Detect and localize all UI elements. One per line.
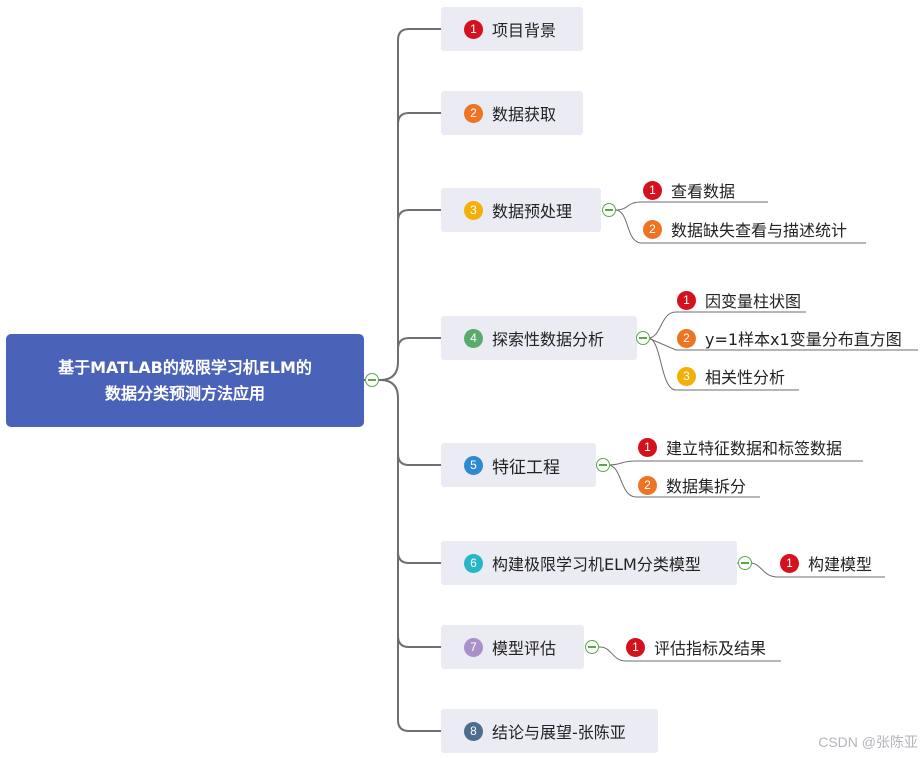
subtopic-missing-data-stats[interactable]: 2 数据缺失查看与描述统计	[643, 216, 847, 242]
number-3-icon: 3	[677, 366, 696, 386]
topic-build-elm-model[interactable]: 6 构建极限学习机ELM分类模型	[441, 541, 737, 585]
topic-label: 构建极限学习机ELM分类模型	[492, 555, 701, 574]
number-6-icon: 6	[464, 553, 483, 573]
collapse-preprocessing-icon[interactable]	[602, 203, 616, 217]
topic-label: 模型评估	[492, 639, 557, 658]
topic-label: 结论与展望-张陈亚	[492, 723, 626, 742]
watermark: CSDN @张陈亚	[818, 734, 918, 750]
root-topic-line-2: 数据分类预测方法应用	[104, 383, 265, 403]
subtopic-label: y=1样本x1变量分布直方图	[705, 330, 902, 349]
subtopic-label: 查看数据	[671, 182, 736, 201]
number-4-icon: 4	[464, 328, 483, 348]
subtopic-label: 构建模型	[808, 555, 873, 574]
topic-data-preprocessing[interactable]: 3 数据预处理	[441, 188, 601, 232]
collapse-root-icon[interactable]	[365, 373, 379, 387]
subtopic-label: 建立特征数据和标签数据	[666, 439, 843, 458]
number-8-icon: 8	[464, 721, 483, 741]
number-2-icon: 2	[643, 219, 662, 239]
subtopic-label: 数据缺失查看与描述统计	[671, 221, 848, 240]
topic-label: 数据预处理	[492, 202, 573, 221]
collapse-build-model-icon[interactable]	[738, 556, 752, 570]
number-7-icon: 7	[464, 637, 483, 657]
subtopic-label: 评估指标及结果	[654, 639, 767, 658]
number-2-icon: 2	[677, 328, 696, 348]
topic-label: 探索性数据分析	[492, 330, 605, 349]
topic-conclusion[interactable]: 8 结论与展望-张陈亚	[441, 709, 658, 753]
number-1-icon: 1	[780, 553, 799, 573]
number-1-icon: 1	[643, 180, 662, 200]
topic-model-evaluation[interactable]: 7 模型评估	[441, 625, 584, 669]
subtopic-target-bar-chart[interactable]: 1 因变量柱状图	[677, 287, 801, 313]
subtopic-dataset-split[interactable]: 2 数据集拆分	[638, 472, 746, 498]
number-1-icon: 1	[677, 290, 696, 310]
subtopic-evaluation-metrics[interactable]: 1 评估指标及结果	[626, 634, 766, 660]
topic-label: 特征工程	[492, 457, 560, 478]
subtopic-build-model[interactable]: 1 构建模型	[780, 550, 872, 576]
collapse-exploratory-icon[interactable]	[636, 331, 650, 345]
subtopic-build-features-labels[interactable]: 1 建立特征数据和标签数据	[638, 434, 842, 460]
topic-label: 项目背景	[492, 21, 557, 40]
number-2-icon: 2	[638, 475, 657, 495]
topic-feature-engineering[interactable]: 5 特征工程	[441, 443, 596, 487]
number-1-icon: 1	[626, 637, 645, 657]
collapse-evaluation-icon[interactable]	[585, 640, 599, 654]
number-2-icon: 2	[464, 103, 483, 123]
number-1-icon: 1	[464, 19, 483, 39]
subtopic-label: 因变量柱状图	[705, 292, 802, 311]
subtopic-label: 数据集拆分	[666, 477, 747, 496]
topic-data-acquisition[interactable]: 2 数据获取	[441, 91, 583, 135]
collapse-feature-engineering-icon[interactable]	[596, 458, 610, 472]
number-1-icon: 1	[638, 437, 657, 457]
root-topic-line-1: 基于MATLAB的极限学习机ELM的	[58, 357, 312, 377]
number-3-icon: 3	[464, 200, 483, 220]
topic-exploratory-analysis[interactable]: 4 探索性数据分析	[441, 316, 637, 360]
subtopic-view-data[interactable]: 1 查看数据	[643, 177, 735, 203]
number-5-icon: 5	[464, 455, 483, 475]
root-topic[interactable]: 基于MATLAB的极限学习机ELM的 数据分类预测方法应用	[6, 334, 364, 427]
subtopic-correlation-analysis[interactable]: 3 相关性分析	[677, 363, 785, 389]
topic-project-background[interactable]: 1 项目背景	[441, 7, 583, 51]
subtopic-label: 相关性分析	[705, 368, 786, 387]
topic-label: 数据获取	[492, 105, 557, 124]
subtopic-x1-histogram[interactable]: 2 y=1样本x1变量分布直方图	[677, 325, 902, 351]
